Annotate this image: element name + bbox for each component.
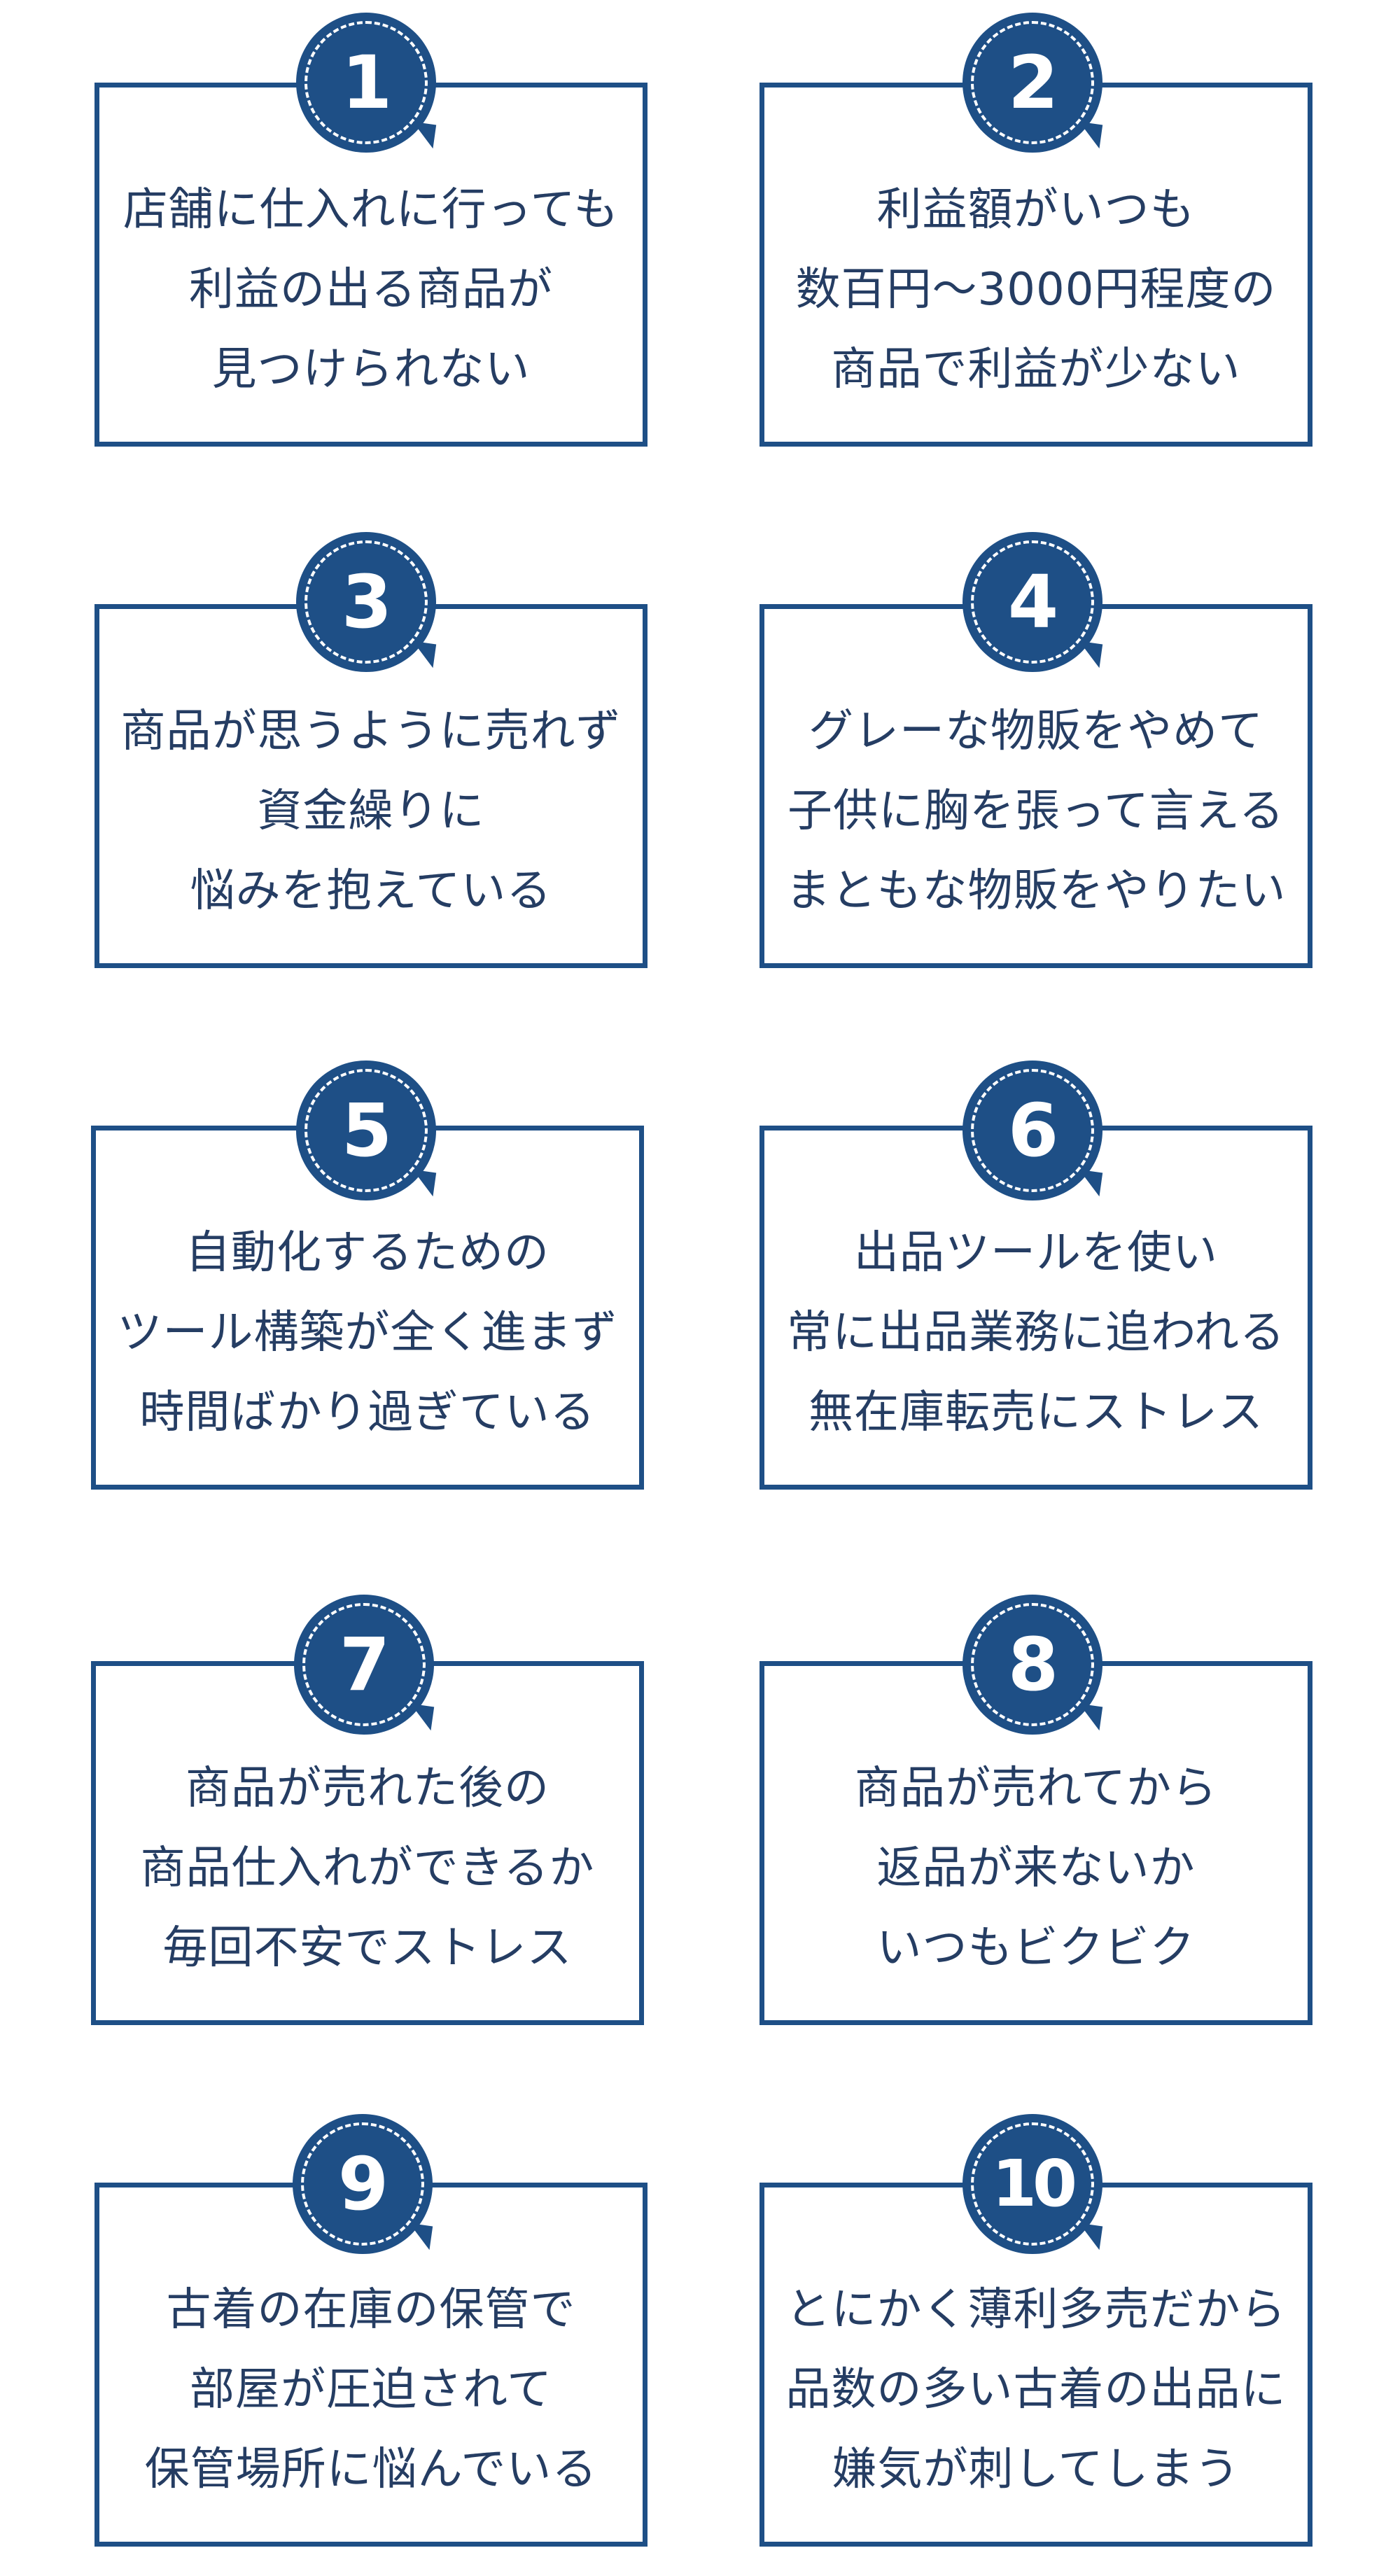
badge-tail <box>1075 1703 1103 1731</box>
badge-number: 5 <box>341 1088 392 1173</box>
problem-card-2: 利益額がいつも 数百円〜3000円程度の 商品で利益が少ない <box>760 83 1312 447</box>
problem-line: いつもビクビク <box>876 1922 1196 1974</box>
badge-number: 1 <box>341 40 392 125</box>
badge-number: 2 <box>1007 40 1058 125</box>
problem-text-5: 自動化するための ツール構築が全く進まず 時間ばかり過ぎている <box>96 1213 639 1452</box>
problem-line: 常に出品業務に追われる <box>787 1307 1285 1359</box>
badge-tail <box>405 2222 433 2250</box>
problem-line: 返品が来ないか <box>876 1842 1196 1894</box>
problem-text-6: 出品ツールを使い 常に出品業務に追われる 無在庫転売にストレス <box>764 1213 1308 1452</box>
problem-card-6: 出品ツールを使い 常に出品業務に追われる 無在庫転売にストレス <box>760 1126 1312 1490</box>
number-badge-10: 10 <box>962 2114 1103 2254</box>
problem-line: 商品が売れた後の <box>186 1763 550 1814</box>
badge-number: 7 <box>339 1622 390 1707</box>
badge-tail <box>409 640 437 668</box>
number-badge-2: 2 <box>962 13 1103 153</box>
problem-text-8: 商品が売れてから 返品が来ないか いつもビクビク <box>764 1749 1308 1988</box>
badge-tail <box>1075 2222 1103 2250</box>
badge-number: 6 <box>1007 1088 1058 1173</box>
number-badge-6: 6 <box>962 1060 1103 1200</box>
problem-line: 商品で利益が少ない <box>831 344 1241 396</box>
number-badge-7: 7 <box>294 1595 435 1735</box>
problem-line: 店舗に仕入れに行っても <box>122 184 620 236</box>
badge-number: 8 <box>1007 1622 1058 1707</box>
problem-text-7: 商品が売れた後の 商品仕入れができるか 毎回不安でストレス <box>96 1749 639 1988</box>
problem-line: 子供に胸を張って言える <box>788 785 1284 837</box>
problem-line: 嫌気が刺してしまう <box>832 2444 1240 2496</box>
problem-line: 部屋が圧迫されて <box>189 2364 553 2416</box>
problem-line: 商品仕入れができるか <box>140 1842 595 1894</box>
number-badge-1: 1 <box>296 13 437 153</box>
problem-line: 商品が思うように売れず <box>120 706 622 757</box>
number-badge-5: 5 <box>296 1060 437 1200</box>
problem-line: とにかく薄利多売だから <box>785 2284 1287 2336</box>
problem-text-1: 店舗に仕入れに行っても 利益の出る商品が 見つけられない <box>99 170 643 410</box>
badge-tail <box>407 1703 435 1731</box>
problem-line: 品数の多い古着の出品に <box>785 2364 1287 2416</box>
problem-line: 利益額がいつも <box>876 184 1196 236</box>
problem-card-3: 商品が思うように売れず 資金繰りに 悩みを抱えている <box>94 604 648 968</box>
badge-tail <box>1075 1169 1103 1197</box>
badge-number: 3 <box>341 559 392 645</box>
number-badge-3: 3 <box>296 532 437 672</box>
problem-line: グレーな物販をやめて <box>808 706 1264 757</box>
problem-line: 保管場所に悩んでいる <box>144 2444 598 2496</box>
badge-tail <box>1075 640 1103 668</box>
problem-text-9: 古着の在庫の保管で 部屋が圧迫されて 保管場所に悩んでいる <box>99 2270 643 2510</box>
problem-line: まともな物販をやりたい <box>785 865 1287 917</box>
badge-number: 10 <box>991 2146 1077 2221</box>
problem-text-4: グレーな物販をやめて 子供に胸を張って言える まともな物販をやりたい <box>764 692 1308 931</box>
badge-tail <box>409 1169 437 1197</box>
problem-line: 無在庫転売にストレス <box>808 1387 1264 1438</box>
problem-line: 毎回不安でストレス <box>162 1922 573 1974</box>
badge-number: 4 <box>1007 559 1058 645</box>
problem-line: 利益の出る商品が <box>189 264 553 316</box>
problem-line: 出品ツールを使い <box>854 1227 1218 1279</box>
number-badge-4: 4 <box>962 532 1103 672</box>
number-badge-9: 9 <box>293 2114 433 2254</box>
problem-line: 時間ばかり過ぎている <box>139 1387 596 1438</box>
problem-line: 資金繰りに <box>257 785 485 837</box>
problem-card-9: 古着の在庫の保管で 部屋が圧迫されて 保管場所に悩んでいる <box>94 2183 648 2547</box>
problem-line: 商品が売れてから <box>854 1763 1218 1814</box>
problem-line: 見つけられない <box>211 344 531 396</box>
badge-number: 9 <box>337 2141 388 2227</box>
problem-text-2: 利益額がいつも 数百円〜3000円程度の 商品で利益が少ない <box>764 170 1308 410</box>
badge-tail <box>409 121 437 149</box>
badge-tail <box>1075 121 1103 149</box>
problem-line: 自動化するための <box>186 1227 550 1279</box>
problem-line: 古着の在庫の保管で <box>166 2284 576 2336</box>
number-badge-8: 8 <box>962 1595 1103 1735</box>
problem-line: 数百円〜3000円程度の <box>795 264 1277 316</box>
problem-line: 悩みを抱えている <box>190 865 552 917</box>
problem-line: ツール構築が全く進まず <box>117 1307 618 1359</box>
problem-text-3: 商品が思うように売れず 資金繰りに 悩みを抱えている <box>99 692 643 931</box>
problem-text-10: とにかく薄利多売だから 品数の多い古着の出品に 嫌気が刺してしまう <box>764 2270 1308 2510</box>
